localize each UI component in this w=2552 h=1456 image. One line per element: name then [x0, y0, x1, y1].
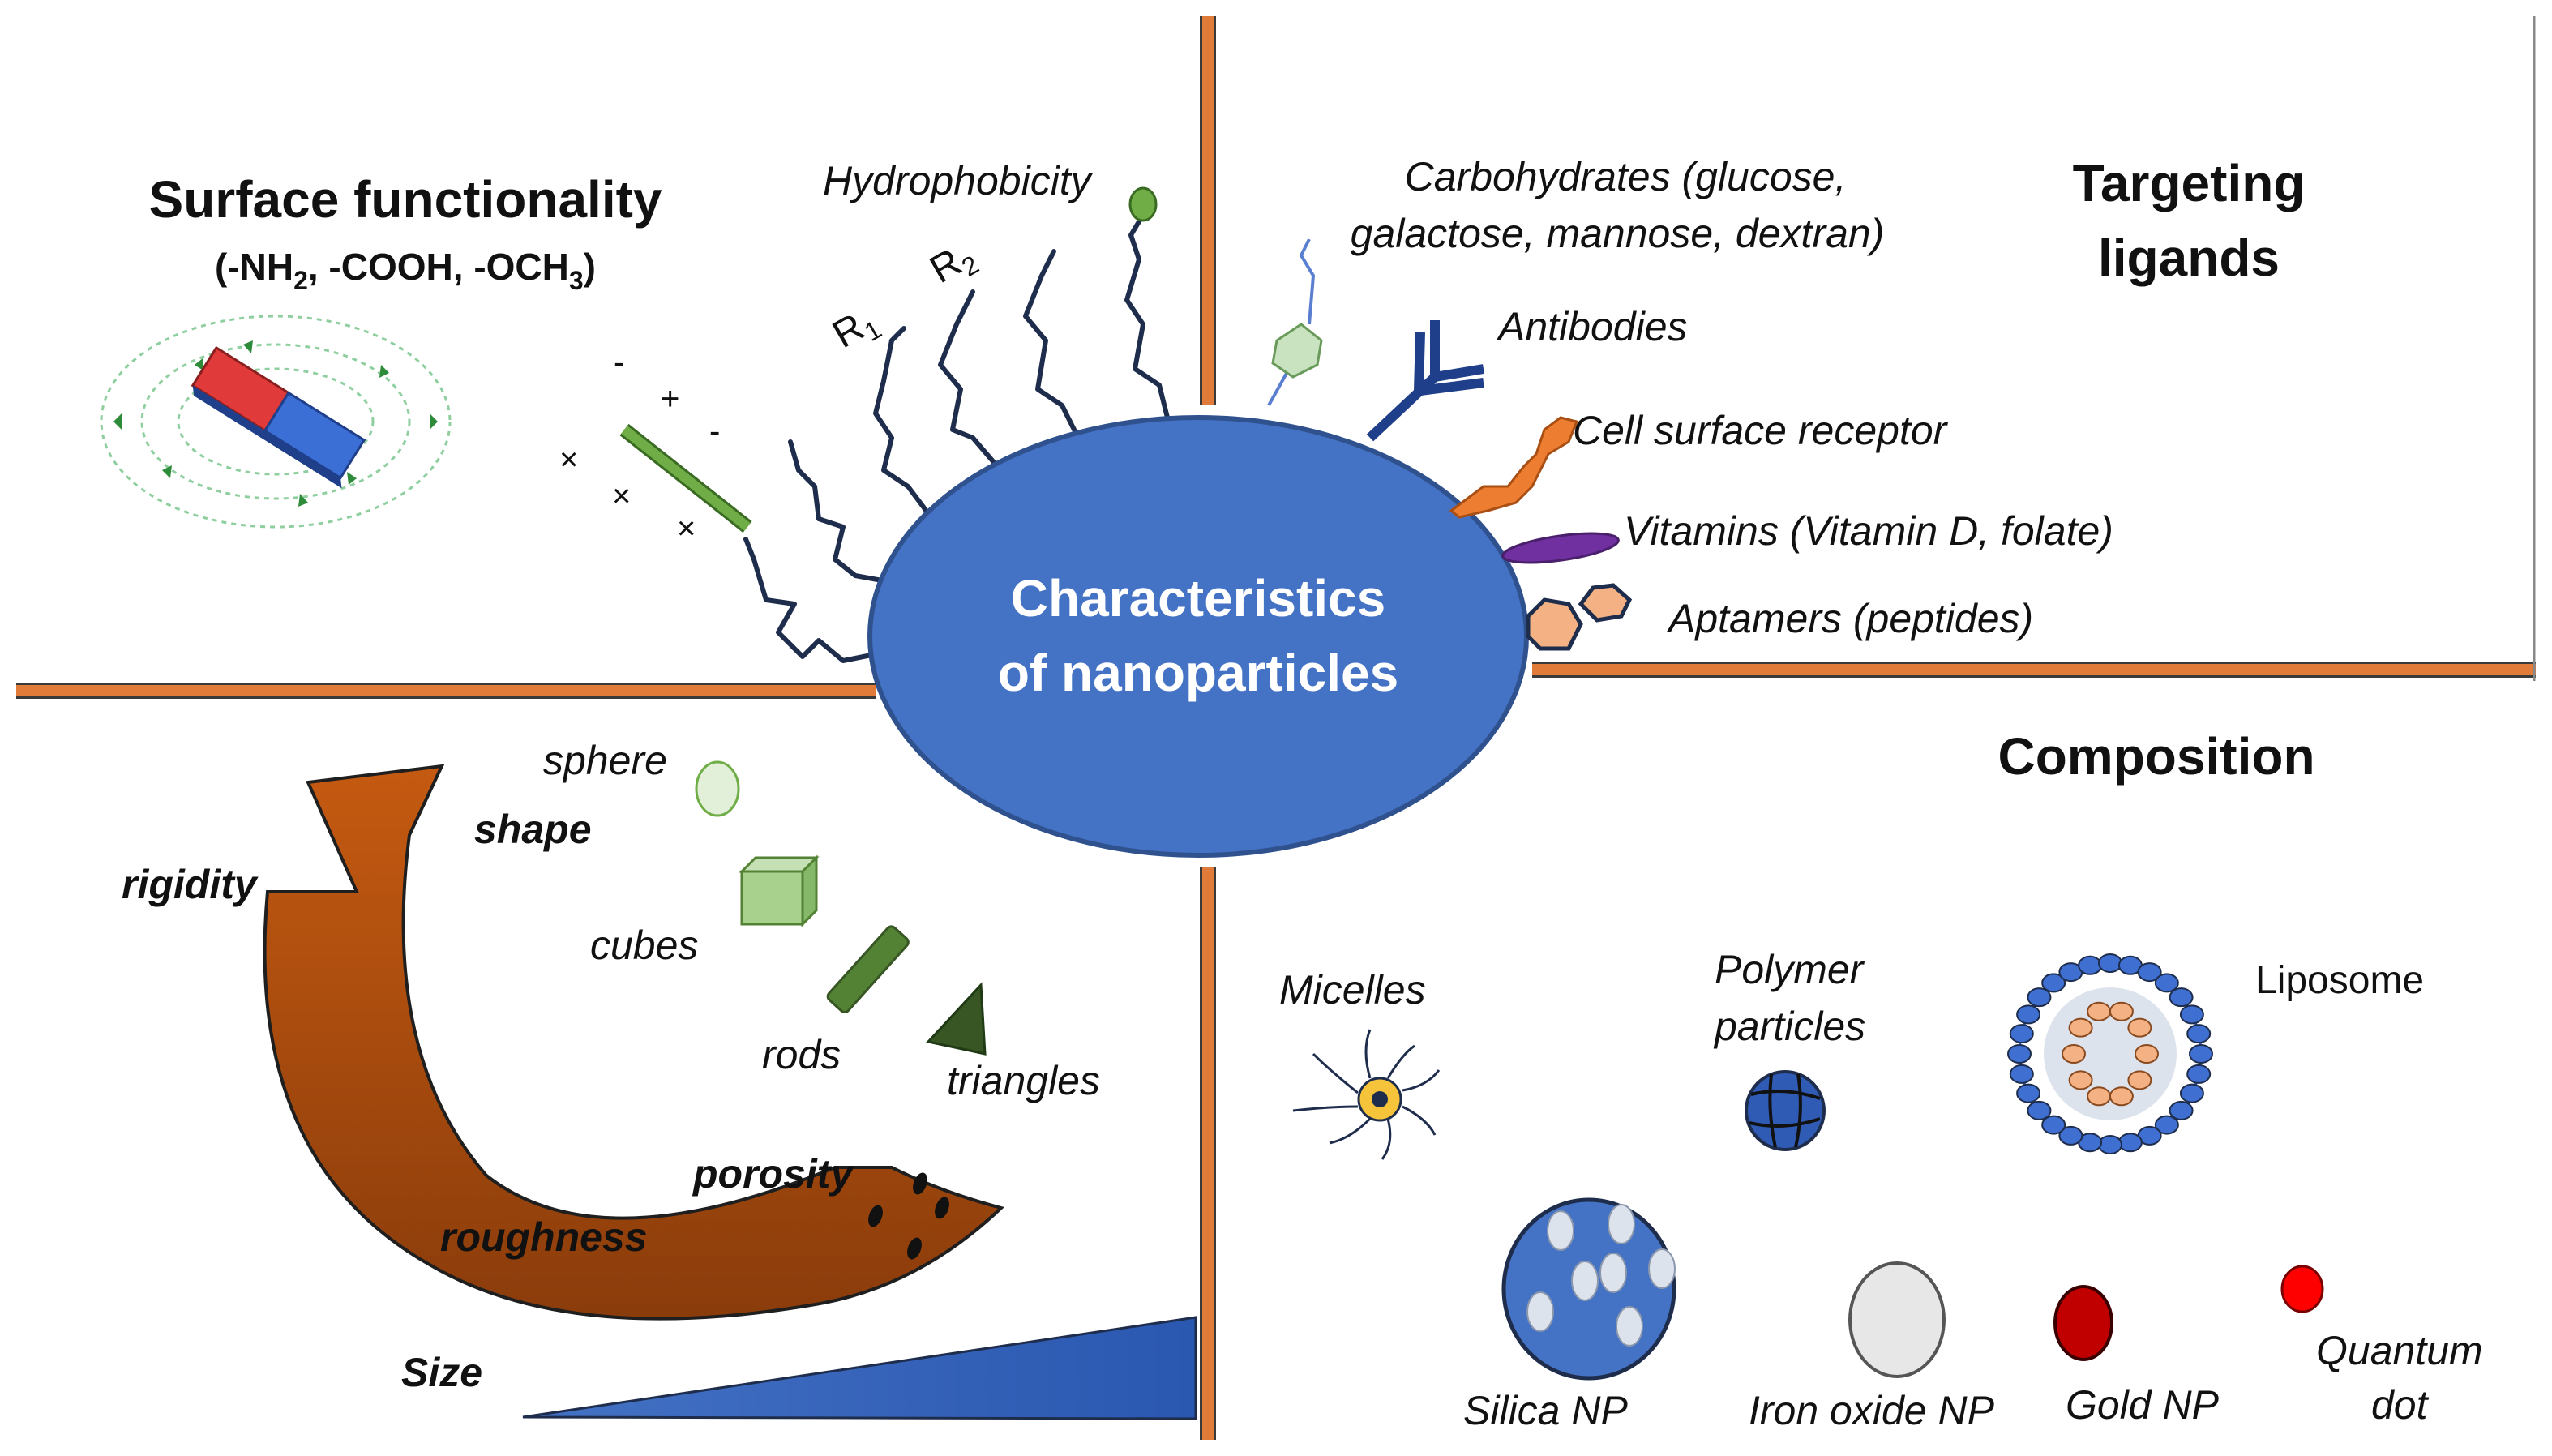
vitamins-label: Vitamins (Vitamin D, folate): [1624, 508, 2113, 554]
center-title-line1: Characteristics: [1011, 569, 1385, 627]
rod-shape-icon: [826, 925, 910, 1013]
antibody-icon: [1366, 320, 1484, 442]
liposome-icon: [2007, 953, 2213, 1154]
magnet-icon: [100, 315, 452, 529]
triangles-label: triangles: [947, 1058, 1100, 1103]
carbohydrate-ligand-icon: [1267, 238, 1323, 406]
triangle-shape-icon: [926, 982, 987, 1056]
micelles-label: Micelles: [1279, 967, 1426, 1013]
chain-5: [1023, 249, 1081, 440]
polymer-particle-icon: [1745, 1070, 1826, 1151]
physical-property-arrow: [263, 764, 1004, 1321]
cell-receptor-label: Cell surface receptor: [1573, 408, 1949, 453]
central-nanoparticle: [867, 415, 1529, 858]
composition-heading: Composition: [1997, 727, 2314, 786]
silica-np-label: Silica NP: [1463, 1388, 1628, 1433]
chain-2: [788, 439, 902, 586]
surface-functionality-heading: Surface functionality: [149, 170, 662, 229]
r1-label: R1: [826, 298, 887, 361]
charge-x-1: ×: [559, 442, 578, 477]
chain-4: [938, 289, 1000, 469]
hydrophobicity-label: Hydrophobicity: [823, 158, 1094, 203]
antibodies-label: Antibodies: [1496, 304, 1688, 349]
polymer-chains: [743, 186, 1170, 663]
charge-marks: × × + × - -: [559, 345, 720, 546]
micelle-icon: [1292, 1029, 1441, 1160]
porosity-label: porosity: [692, 1151, 854, 1197]
charge-minus-2: -: [709, 413, 720, 449]
polymer-label-line1: Polymer: [1715, 947, 1865, 992]
shape-label: shape: [474, 807, 592, 852]
sphere-shape-icon: [695, 760, 740, 817]
hydrophobic-head-icon: [1128, 186, 1158, 222]
porosity-pores: [868, 1172, 949, 1260]
roughness-label: roughness: [440, 1214, 648, 1260]
aptamer-icon: [1526, 583, 1633, 651]
iron-oxide-np-label: Iron oxide NP: [1749, 1388, 1995, 1433]
size-wedge: [522, 1316, 1197, 1420]
chain-6: [1124, 212, 1170, 420]
functional-groups-label: (-NH2, -COOH, -OCH3): [215, 246, 596, 295]
targeting-heading-line2: ligands: [2098, 229, 2280, 287]
quantum-dot-icon: [2280, 1265, 2324, 1313]
gold-np-icon: [2053, 1285, 2113, 1361]
center-title-line2: of nanoparticles: [998, 644, 1398, 702]
gold-np-label: Gold NP: [2066, 1382, 2220, 1428]
polymer-label-line2: particles: [1713, 1004, 1865, 1049]
silica-np-icon: [1501, 1197, 1676, 1381]
iron-oxide-np-icon: [1848, 1261, 1946, 1378]
size-label: Size: [401, 1350, 482, 1395]
charge-x-2: ×: [612, 478, 631, 514]
vitamin-icon: [1501, 532, 1620, 564]
cell-receptor-icon: [1449, 416, 1579, 519]
r2-label: R2: [923, 233, 984, 296]
chain-1: [743, 537, 886, 663]
quadrant-dividers: [16, 16, 2536, 1440]
carbohydrates-label-line1: Carbohydrates (glucose,: [1405, 154, 1847, 199]
liposome-label: Liposome: [2255, 959, 2424, 1002]
cube-shape-icon: [739, 854, 820, 927]
chain-3: [873, 326, 935, 521]
charge-plus-1: +: [661, 381, 679, 417]
quantum-dot-label-line1: Quantum: [2316, 1328, 2483, 1373]
aptamers-label: Aptamers (peptides): [1666, 596, 2033, 641]
cubes-label: cubes: [590, 923, 698, 968]
sphere-label: sphere: [543, 738, 667, 783]
charge-x-3: ×: [677, 511, 696, 546]
quantum-dot-label-line2: dot: [2371, 1382, 2430, 1428]
charge-minus-1: -: [614, 345, 624, 380]
rods-label: rods: [762, 1032, 841, 1077]
rigidity-label: rigidity: [122, 862, 259, 907]
carbohydrates-label-line2: galactose, mannose, dextran): [1351, 211, 1885, 256]
targeting-heading-line1: Targeting: [2073, 154, 2306, 212]
